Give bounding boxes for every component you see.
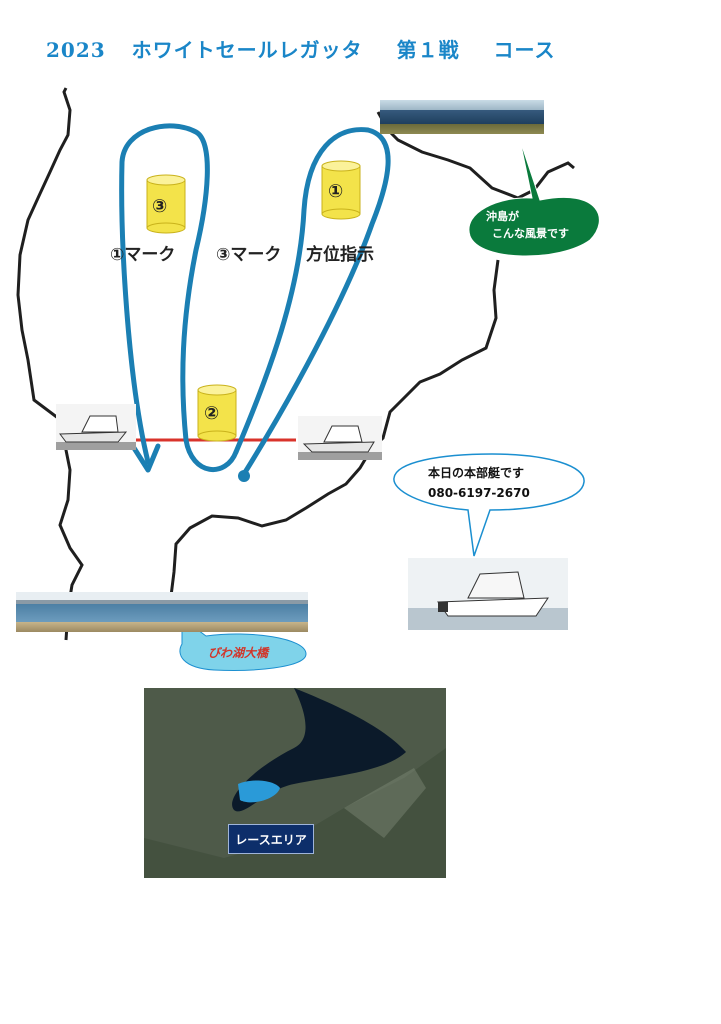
course-loop-west <box>119 123 239 472</box>
boat-photo-east <box>298 416 382 460</box>
mark1-label: ①マーク <box>110 245 176 265</box>
race-area-label: レースエリア <box>228 824 314 854</box>
mark-3-number: ③ <box>152 196 168 217</box>
bridge-photo <box>16 592 308 632</box>
bridge-label: びわ湖大橋 <box>208 646 269 660</box>
okishima-text-1: 沖島が <box>486 210 519 223</box>
course-end-dot <box>238 470 250 482</box>
mark-2-buoy <box>197 384 237 442</box>
title-event: ホワイトセールレガッタ <box>131 38 363 62</box>
course-arrow-icon <box>131 443 161 473</box>
mark-1-number: ① <box>328 181 344 202</box>
okishima-text-2: こんな風景です <box>492 227 569 240</box>
mark-2-number: ② <box>204 403 220 424</box>
page-title: 2023 ホワイトセールレガッタ 第１戦 コース <box>46 34 556 63</box>
course-loop-east <box>233 127 391 477</box>
mark-1-buoy <box>321 160 361 220</box>
title-course: コース <box>493 38 556 62</box>
shoreline-west <box>16 87 84 641</box>
hq-title: 本日の本部艇です <box>428 466 525 480</box>
bridge-bubble <box>179 617 307 671</box>
shoreline-east <box>168 111 575 633</box>
boat-photo-west <box>56 404 136 450</box>
hq-boat-photo <box>408 558 568 630</box>
title-round: 第１戦 <box>396 38 460 62</box>
mark3-label: ③マーク <box>216 245 282 265</box>
direction-label: 方位指示 <box>306 245 374 265</box>
okishima-bubble <box>468 139 600 257</box>
mark-3-buoy <box>146 174 186 234</box>
hq-phone: 080-6197-2670 <box>428 486 530 500</box>
hq-bubble <box>393 453 585 557</box>
title-year: 2023 <box>46 38 106 62</box>
okishima-photo <box>380 100 544 134</box>
